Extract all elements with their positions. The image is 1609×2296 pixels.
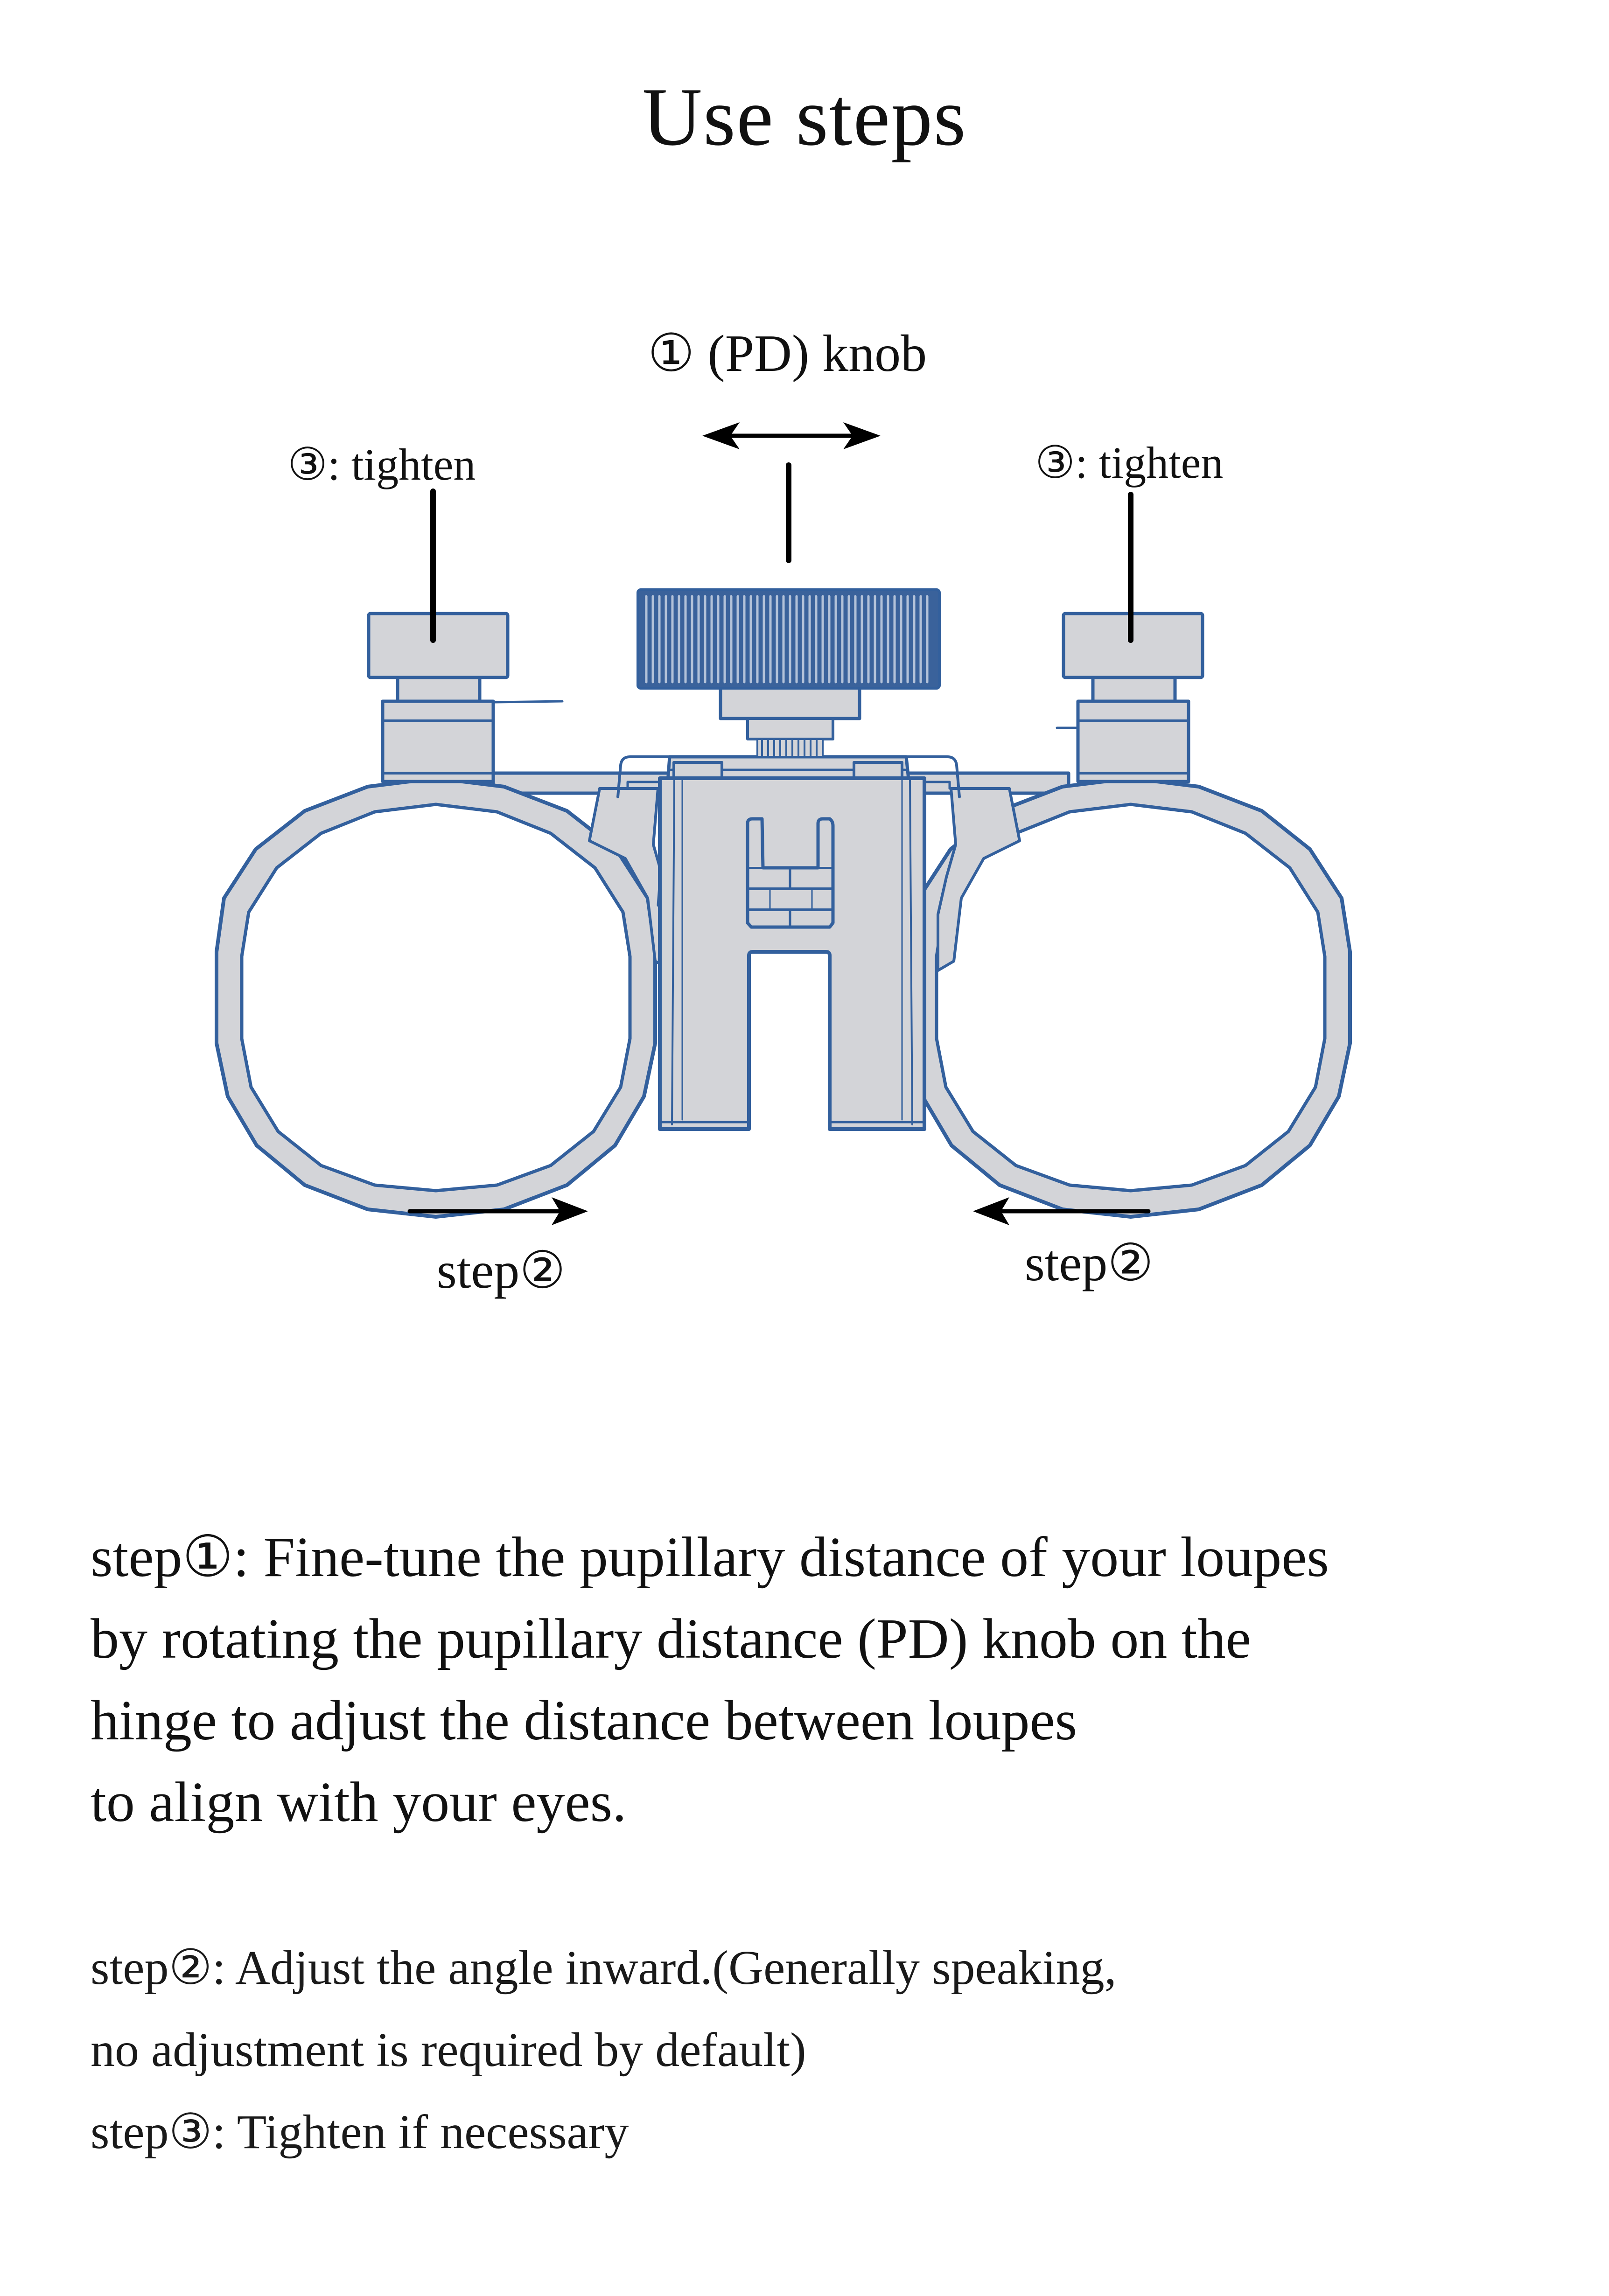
step2-right-arrow-icon [973,1197,1151,1225]
step1-line: by rotating the pupillary distance (PD) … [91,1607,1251,1670]
right-tighten-label: ③: tighten [1035,438,1224,488]
left-step2-label: step② [437,1242,566,1299]
left-tighten-screw[interactable] [367,612,564,783]
step1-instructions: step①: Fine-tune the pupillary distance … [91,1516,1584,1843]
step1-line: hinge to adjust the distance between lou… [91,1689,1077,1752]
left-lens-barrel [215,776,657,1219]
secondary-instructions: step②: Adjust the angle inward.(Generall… [91,1927,1584,2173]
step2-line: step②: Adjust the angle inward.(Generall… [91,1941,1117,1995]
step1-line: to align with your eyes. [91,1771,627,1834]
step2-left-arrow-icon [407,1197,588,1225]
step2-line: no adjustment is required by default) [91,2023,806,2077]
right-tighten-screw[interactable] [1056,612,1204,783]
right-step2-label: step② [1025,1235,1154,1291]
left-tighten-label: ③: tighten [287,440,476,489]
step3-line: step③: Tighten if necessary [91,2105,629,2159]
center-bracket [746,817,835,929]
pd-knob-label: ① (PD) knob [648,325,927,383]
pd-knob[interactable] [637,588,941,758]
step1-line: step①: Fine-tune the pupillary distance … [91,1526,1329,1589]
hinge-body [658,776,926,1131]
right-wing [937,787,1021,972]
pd-double-arrow-icon [702,422,881,449]
right-lens-barrel [909,776,1352,1219]
page-title: Use steps [642,70,967,163]
